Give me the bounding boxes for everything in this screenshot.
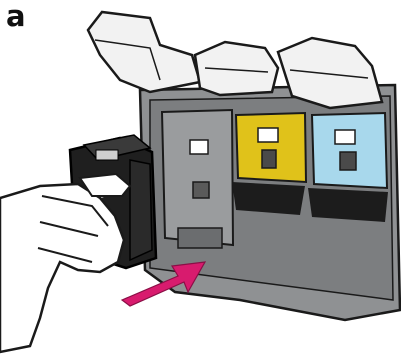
carriage-latches <box>88 12 382 108</box>
